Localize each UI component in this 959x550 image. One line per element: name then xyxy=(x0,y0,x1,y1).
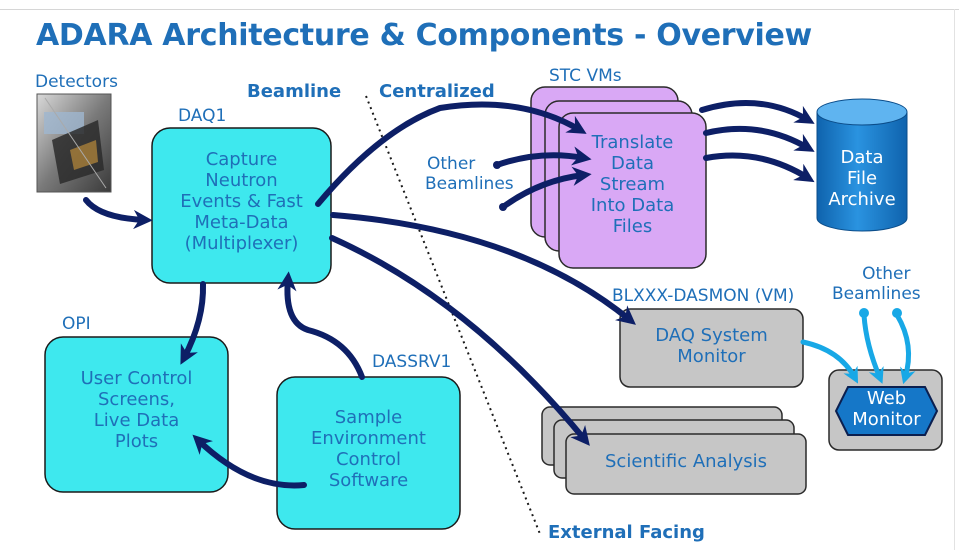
sample-env-line-4: Software xyxy=(328,469,409,491)
centralized-label: Centralized xyxy=(379,81,495,102)
external-facing-label: External Facing xyxy=(548,522,705,543)
web-monitor-line-1: Web xyxy=(866,388,907,409)
other-beamlines-left-line-2: Beamlines xyxy=(425,173,514,194)
translate-line-3: Stream xyxy=(599,173,666,195)
daq1-box xyxy=(151,127,332,284)
dasmon-line-2: Monitor xyxy=(677,345,746,367)
translate-line-1: Translate xyxy=(591,132,674,153)
arrow-other-to-web-2 xyxy=(894,312,916,385)
daq1-line-4: Meta-Data xyxy=(194,211,289,233)
page-title: ADARA Architecture & Components - Overvi… xyxy=(36,18,812,53)
flow-arrows-dark xyxy=(83,99,815,489)
scientific-text: Scientific Analysis xyxy=(605,451,767,472)
web-monitor-hexagon xyxy=(834,386,939,436)
user-control-text: User Control Screens, Live Data Plots xyxy=(45,368,228,453)
slide-right-rule xyxy=(954,9,955,550)
daq1-line-1: Capture xyxy=(205,149,278,170)
arrow-detectors-to-daq1 xyxy=(83,197,153,230)
scientific-stack xyxy=(541,406,807,495)
other-beamlines-right-label: Other Beamlines xyxy=(832,264,921,304)
detectors-photo xyxy=(36,93,112,193)
arrow-daq1-to-dasmon xyxy=(330,212,636,325)
user-control-line-4: Plots xyxy=(114,430,159,452)
arrow-daq1-to-stc xyxy=(315,101,587,207)
dasmon-line-1: DAQ System xyxy=(655,325,768,346)
user-control-line-3: Live Data xyxy=(93,409,180,431)
dassrv1-label: DASSRV1 xyxy=(372,352,452,372)
arrow-stc-to-archive-3 xyxy=(703,152,815,183)
arrow-other-beamlines-1 xyxy=(494,146,592,168)
daq1-line-5: (Multiplexer) xyxy=(184,232,299,254)
other-beamlines-left-line-1: Other xyxy=(427,154,476,174)
sample-env-line-1: Sample xyxy=(334,407,403,428)
daq1-line-3: Events & Fast xyxy=(180,190,303,212)
user-control-line-1: User Control xyxy=(80,368,193,389)
dasmon-box-text: DAQ System Monitor xyxy=(620,325,803,368)
other-beamlines-left-label: Other Beamlines xyxy=(425,154,514,194)
arrow-dasmon-to-web xyxy=(800,339,859,384)
translate-line-5: Files xyxy=(612,215,653,237)
slide-top-rule xyxy=(0,9,959,10)
sample-env-line-3: Control xyxy=(335,448,402,470)
archive-line-2: File xyxy=(846,167,878,189)
arrow-stc-to-archive-1 xyxy=(699,99,815,124)
web-monitor-line-2: Monitor xyxy=(852,408,921,430)
other-beamlines-right-line-2: Beamlines xyxy=(832,283,921,304)
sample-env-box xyxy=(276,376,461,530)
arrow-stc-to-archive-2 xyxy=(703,125,815,152)
beamline-centralized-divider xyxy=(365,95,541,535)
flow-arrows-light xyxy=(800,312,916,385)
daq1-line-2: Neutron xyxy=(205,169,278,191)
archive-line-1: Data xyxy=(840,147,884,168)
detectors-label: Detectors xyxy=(35,72,118,92)
arrow-other-to-web-1 xyxy=(861,312,884,384)
arrow-other-beamlines-2 xyxy=(500,166,592,210)
opi-label: OPI xyxy=(62,314,91,334)
arrow-dassrv1-to-daq1 xyxy=(277,271,365,380)
web-monitor-text: Web Monitor xyxy=(836,388,937,431)
beamline-label: Beamline xyxy=(247,81,342,102)
arrow-daq1-to-opi xyxy=(180,281,207,365)
sample-env-text: Sample Environment Control Software xyxy=(277,407,460,492)
user-control-line-2: Screens, xyxy=(98,388,175,410)
user-control-box xyxy=(44,336,229,493)
daq1-box-text: Capture Neutron Events & Fast Meta-Data … xyxy=(152,149,331,254)
stc-vms-label: STC VMs xyxy=(549,66,622,86)
translate-box-text: Translate Data Stream Into Data Files xyxy=(559,132,706,237)
translate-line-2: Data xyxy=(611,152,654,174)
translate-line-4: Into Data xyxy=(590,194,675,216)
archive-cylinder xyxy=(816,98,908,232)
sample-env-line-2: Environment xyxy=(311,427,426,449)
dasmon-box xyxy=(619,308,804,388)
archive-line-3: Archive xyxy=(828,188,896,210)
arrow-daq1-to-scientific xyxy=(329,235,590,446)
arrow-sampleenv-to-opi xyxy=(192,434,307,489)
other-beamlines-right-line-1: Other xyxy=(862,264,911,284)
archive-text: Data File Archive xyxy=(817,147,907,211)
daq1-label: DAQ1 xyxy=(178,106,227,126)
dasmon-vm-label: BLXXX-DASMON (VM) xyxy=(612,286,795,306)
